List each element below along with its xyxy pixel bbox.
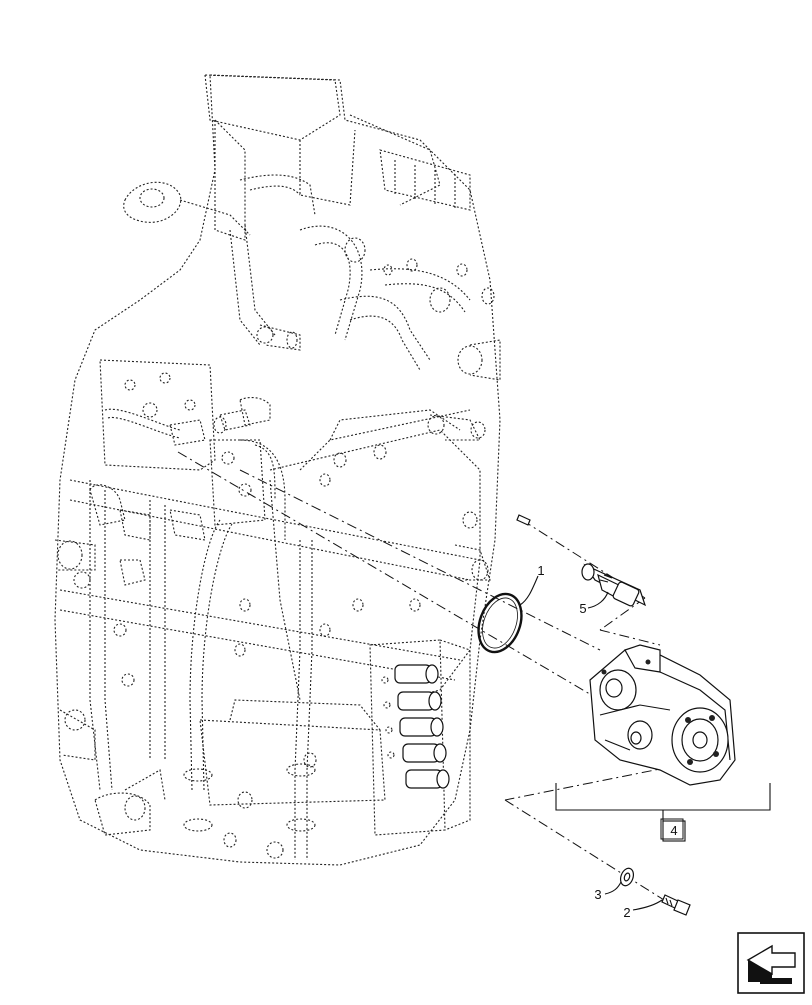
callout-4: 4 xyxy=(670,823,677,838)
assembly-centerlines xyxy=(177,451,731,911)
callout-2: 2 xyxy=(623,905,630,920)
return-arrow-icon[interactable] xyxy=(737,932,805,994)
callout-box-4 xyxy=(662,820,686,842)
callout-5: 5 xyxy=(579,601,586,616)
transmission-housing-outline xyxy=(54,74,501,866)
callout-1: 1 xyxy=(537,563,544,578)
kit-bracket xyxy=(555,783,771,842)
part-washer xyxy=(619,867,635,887)
part-small-bolt xyxy=(516,514,531,526)
callout-leaders xyxy=(519,575,663,911)
part-solenoid-valve xyxy=(581,563,647,607)
valve-stack xyxy=(381,664,450,789)
part-bolt xyxy=(661,894,691,916)
part-o-ring xyxy=(477,592,523,654)
callout-3: 3 xyxy=(594,887,601,902)
part-hydraulic-pump xyxy=(589,644,736,786)
